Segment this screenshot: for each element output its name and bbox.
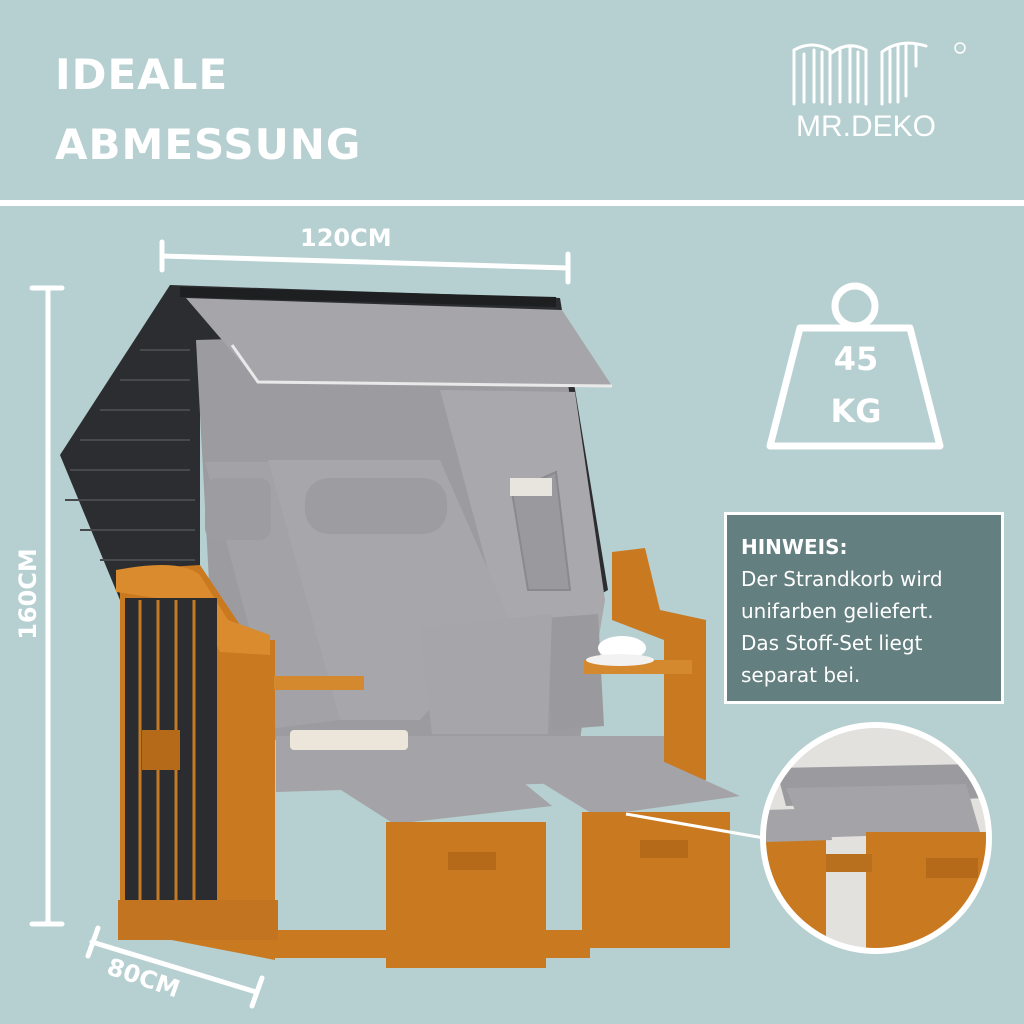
- headrest-right: [305, 478, 447, 534]
- footrest-right-cushion: [508, 760, 740, 816]
- note-box: HINWEIS: Der Strandkorb wird unifarben g…: [724, 512, 1004, 704]
- left-side-table: [274, 676, 364, 690]
- pillow-front: [420, 614, 552, 734]
- note-title: HINWEIS:: [741, 535, 848, 559]
- left-base-rail: [118, 900, 278, 940]
- weight-unit: KG: [830, 392, 882, 430]
- weight-value: 45: [833, 340, 879, 378]
- pillow-back: [545, 614, 604, 730]
- title-line-2: ABMESSUNG: [55, 120, 362, 169]
- note-line-3: Das Stoff-Set liegt: [741, 631, 923, 655]
- note-line-1: Der Strandkorb wird: [741, 567, 943, 591]
- book-icon: [290, 730, 408, 750]
- footrest-left-cushion: [316, 770, 552, 824]
- brand-logo-icon: [792, 41, 966, 106]
- title-line-1: IDEALE: [55, 50, 229, 99]
- note-line-4: separat bei.: [741, 663, 861, 687]
- left-armrest: [116, 565, 270, 655]
- awning: [186, 298, 612, 386]
- note-line-2: unifarben geliefert.: [741, 599, 934, 623]
- detail-zoom-illustration: [766, 728, 986, 948]
- footrest-left-box: [386, 822, 546, 968]
- footrest-left-handle: [448, 852, 496, 870]
- headrest-left: [205, 478, 271, 540]
- brand-name: MR.DEKO: [796, 110, 937, 143]
- wicker-left-side: [60, 285, 200, 620]
- awning-edge: [230, 344, 613, 388]
- detail-zoom-circle: [760, 722, 992, 954]
- weight-icon: [766, 282, 944, 450]
- left-handle: [142, 730, 180, 770]
- width-label: 120CM: [300, 224, 392, 252]
- height-label: 160CM: [13, 548, 42, 640]
- magazine-icon: [510, 478, 552, 496]
- dimension-lines: [29, 239, 571, 1009]
- right-armrest: [612, 548, 706, 780]
- footrest-right-box: [582, 812, 730, 948]
- header-divider: [0, 200, 1024, 206]
- cup-icon: [598, 636, 646, 660]
- saucer-icon: [586, 654, 654, 666]
- zoom-pointer: [625, 812, 765, 840]
- wicker-texture: [65, 349, 195, 561]
- page-title: IDEALE ABMESSUNG: [55, 40, 361, 180]
- awning-rope: [179, 287, 557, 307]
- footrest-right-handle: [640, 840, 688, 858]
